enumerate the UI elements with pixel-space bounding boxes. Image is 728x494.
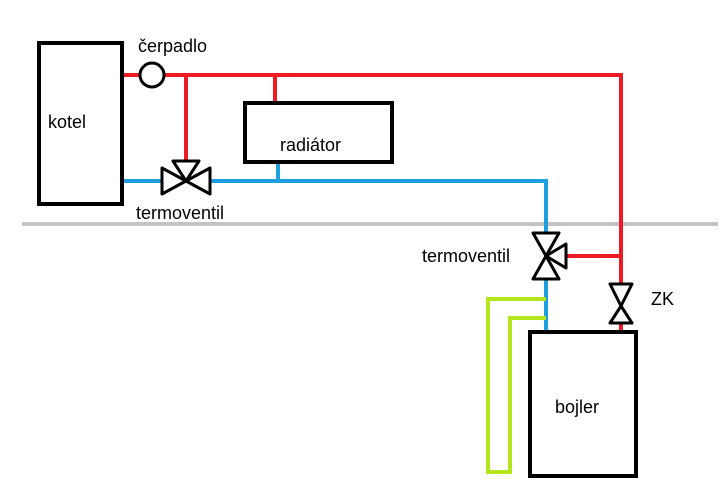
- pump-icon: [138, 61, 166, 89]
- three-way-valve-icon: [160, 159, 212, 196]
- three-way-valve-right-icon: [531, 231, 568, 281]
- bojler-label: bojler: [555, 397, 599, 417]
- kotel-label: kotel: [48, 112, 86, 132]
- cold-pipes: [122, 164, 548, 330]
- termoventil-top-label: termoventil: [136, 203, 224, 223]
- bojler-box: [528, 330, 638, 478]
- cerpadlo-label: čerpadlo: [138, 36, 207, 56]
- green-pipe: [486, 297, 546, 474]
- hot-pipes: [122, 73, 623, 332]
- kotel-box: [37, 41, 124, 206]
- zk-label: ZK: [651, 289, 674, 309]
- zk-valve-icon: [608, 282, 634, 325]
- termoventil-right-label: termoventil: [422, 246, 510, 266]
- radiator-box: [243, 101, 394, 164]
- radiator-label: radiátor: [280, 135, 341, 155]
